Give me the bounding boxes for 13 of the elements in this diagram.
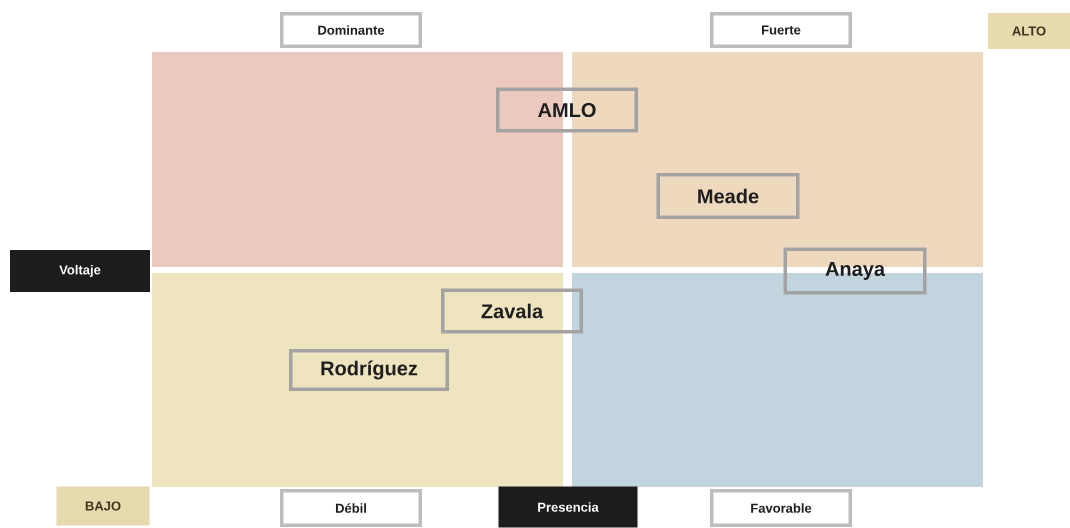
candidate-box: Rodríguez <box>289 349 449 391</box>
candidate-box: AMLO <box>496 87 638 133</box>
axis-label-box: Débil <box>280 489 422 527</box>
axis-label-box: Fuerte <box>710 12 852 48</box>
axis-label-box: Favorable <box>710 489 852 527</box>
level-label: ALTO <box>988 13 1070 49</box>
axis-title-box: Presencia <box>498 486 638 528</box>
axis-label-box: Dominante <box>280 12 422 48</box>
axis-title-box: Voltaje <box>10 250 150 292</box>
candidate-box: Anaya <box>783 247 927 295</box>
candidate-box: Zavala <box>441 288 583 334</box>
level-label: BAJO <box>56 486 150 526</box>
candidate-box: Meade <box>656 173 800 219</box>
